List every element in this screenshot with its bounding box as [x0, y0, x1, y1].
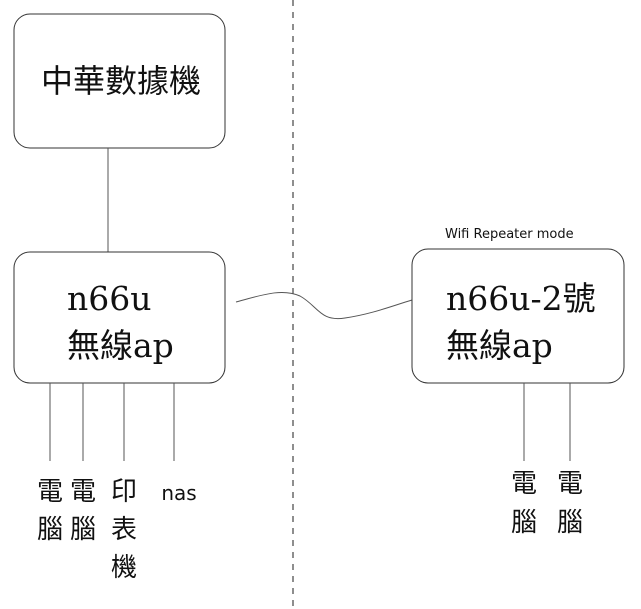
main-device-nas: nas [161, 481, 196, 505]
main-device-pc-1: 電 腦 [37, 477, 63, 545]
device-char: 腦 [70, 515, 96, 545]
device-char: 表 [111, 515, 137, 545]
main-device-printer: 印 表 機 [111, 477, 137, 583]
device-char: 電 [70, 477, 96, 507]
main-ap-box [13, 251, 226, 384]
device-char: 腦 [37, 515, 63, 545]
isp-modem-box [13, 13, 226, 149]
main-ap-type: 無線ap [67, 326, 174, 365]
device-char: 電 [511, 469, 537, 499]
device-char: 腦 [557, 508, 583, 538]
repeater-ap-name: n66u-2號 [446, 279, 596, 318]
wireless-link [235, 291, 413, 320]
repeater-ap-node: n66u-2號 無線ap [411, 248, 625, 384]
device-char: 印 [111, 477, 137, 507]
repeater-device-pc-2: 電 腦 [557, 469, 583, 538]
main-ap-name: n66u [67, 279, 152, 318]
device-char: 電 [557, 469, 583, 499]
main-ap-node: n66u 無線ap [13, 251, 226, 384]
device-char: 腦 [511, 508, 537, 538]
repeater-device-pc-1: 電 腦 [511, 469, 537, 538]
isp-modem-node: 中華數據機 [13, 13, 226, 149]
device-char: 機 [111, 553, 137, 583]
isp-modem-label: 中華數據機 [41, 62, 201, 100]
repeater-mode-label: Wifi Repeater mode [445, 227, 574, 242]
repeater-ap-box [411, 248, 625, 384]
main-device-pc-2: 電 腦 [70, 477, 96, 545]
device-char: 電 [37, 477, 63, 507]
repeater-ap-type: 無線ap [446, 326, 553, 365]
